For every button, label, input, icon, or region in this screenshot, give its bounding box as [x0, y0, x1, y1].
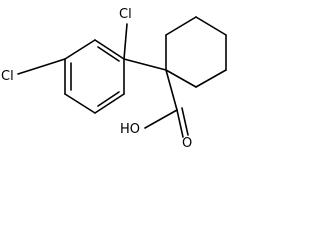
ring-double-bond-inner-1 — [97, 46, 120, 62]
bond-to-cl-left — [17, 58, 66, 75]
atom-label-cl-left: Cl — [1, 69, 14, 84]
carbonyl-double-bond-b — [181, 107, 189, 136]
ring-double-bond-inner-2 — [97, 91, 120, 107]
atom-label-carbonyl-oxygen: O — [182, 136, 192, 150]
cyclohexane-bond-2 — [165, 16, 197, 36]
ring-bond-6 — [64, 39, 96, 60]
bond-carboxyl-to-hydroxyl — [144, 109, 178, 129]
carbonyl-double-bond-a — [176, 109, 184, 138]
bond-quaternary-to-carboxyl-carbon — [165, 69, 178, 111]
atom-label-hydroxyl: HO — [120, 122, 140, 137]
ring-bond-1 — [94, 39, 125, 60]
ring-bond-3 — [94, 93, 125, 114]
carboxylic-acid-group — [144, 69, 189, 138]
cyclohexane-bond-6 — [165, 69, 197, 88]
dichlorophenyl-ring — [64, 39, 125, 114]
cyclohexane-bond-3 — [195, 16, 227, 36]
cyclohexane-bond-5 — [195, 69, 227, 88]
bond-to-cl-top — [123, 23, 128, 60]
atom-label-cl-top: Cl — [119, 7, 132, 22]
cyclohexane-ring — [165, 16, 227, 88]
ring-bond-4 — [64, 93, 96, 114]
chemical-structure: Cl Cl HO O — [1, 7, 227, 150]
bond-aryl-quaternary-carbon — [123, 58, 167, 71]
